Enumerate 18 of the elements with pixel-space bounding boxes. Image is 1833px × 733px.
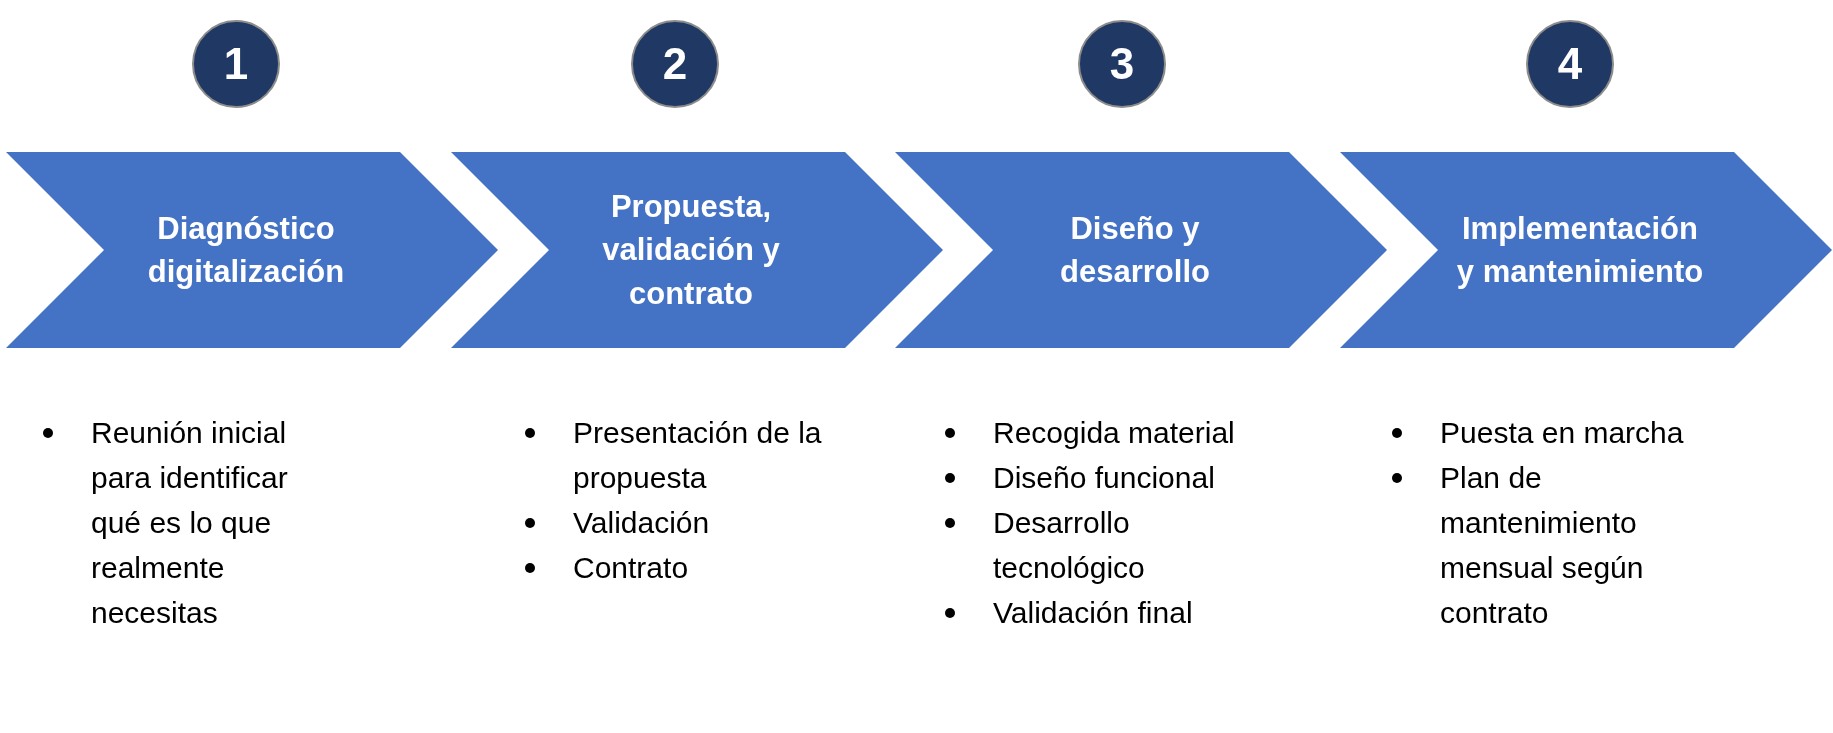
list-item-text: Plan de mantenimiento mensual según contrato [1440,461,1644,629]
step-title: Propuesta, validación y contrato [601,187,781,313]
step-number: 1 [223,42,249,86]
step-title: Implementación y mantenimiento [1455,209,1705,291]
step-title: Diagnóstico digitalización [146,209,346,291]
list-item-text: Diseño funcional [993,461,1215,494]
step-title: Diseño y desarrollo [1059,209,1211,291]
list-item-text: Contrato [573,551,689,584]
list-item-text: Validación final [993,596,1193,629]
list-item-text: Reunión inicial para identificar qué es lo que realmente necesitas [91,416,288,629]
step-number: 2 [662,42,688,86]
list-item-text: Puesta en marcha [1440,416,1684,449]
step-number: 4 [1557,42,1583,86]
list-item-text: Presentación de la propuesta [573,416,822,494]
list-item-text: Validación [573,506,710,539]
list-item-text: Recogida material [993,416,1235,449]
step-number: 3 [1109,42,1135,86]
list-item-text: Desarrollo tecnológico [993,506,1145,584]
